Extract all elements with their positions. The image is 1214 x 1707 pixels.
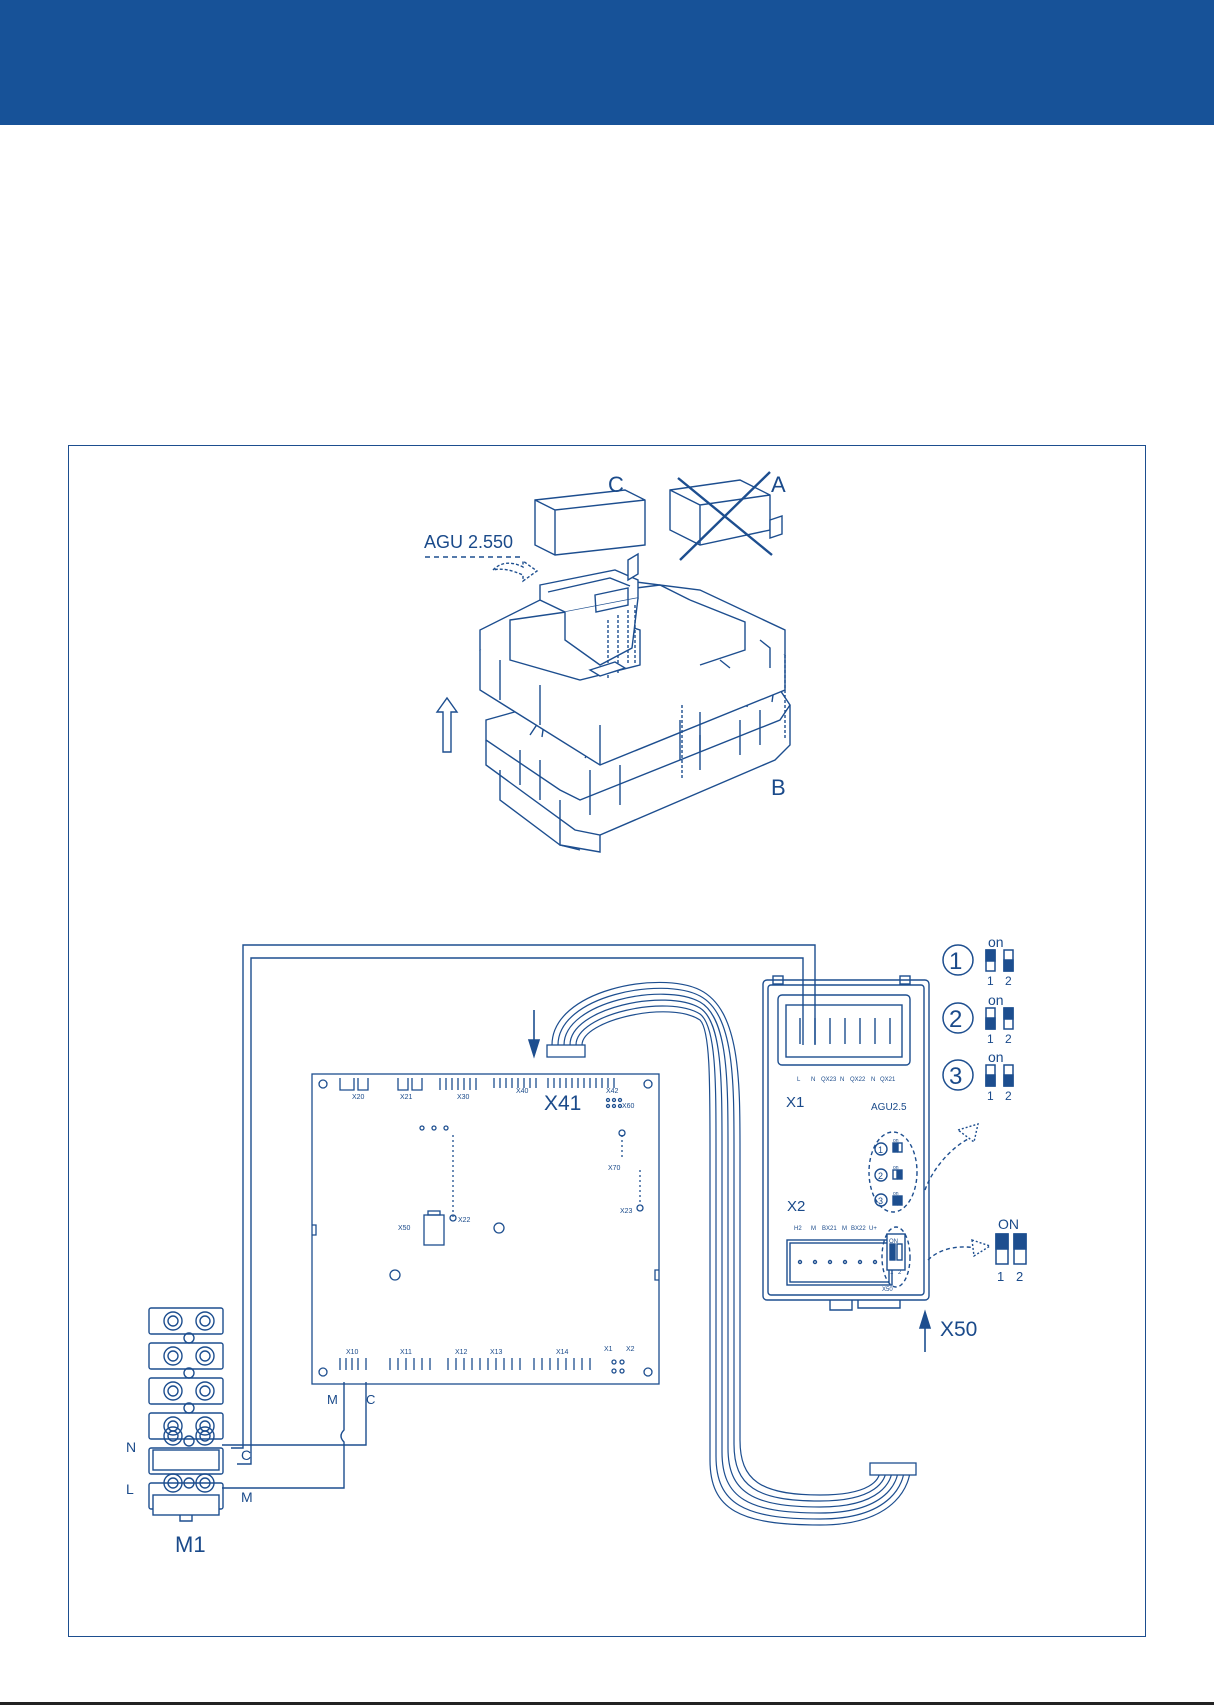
agu-small-x50: X50 bbox=[882, 1287, 893, 1293]
pcb-m: M bbox=[327, 1392, 338, 1407]
terminal-block-label: M1 bbox=[175, 1532, 206, 1557]
agu-x2-term-2: BX21 bbox=[822, 1226, 837, 1232]
pcb-x10: X10 bbox=[346, 1349, 359, 1356]
dip-setting-2-num: 2 bbox=[949, 1006, 962, 1033]
pcb-x50: X50 bbox=[398, 1225, 411, 1232]
dip-setting-1-on: on bbox=[988, 934, 1004, 950]
agu-x2-term-3: M bbox=[842, 1226, 847, 1232]
dip-setting-3-on: on bbox=[988, 1049, 1004, 1065]
pcb-x1: X1 bbox=[604, 1346, 613, 1353]
pcb-x11: X11 bbox=[400, 1349, 412, 1356]
dip-big-on: ON bbox=[998, 1216, 1019, 1232]
pcb-x12: X12 bbox=[455, 1349, 468, 1356]
pcb-x20: X20 bbox=[352, 1094, 365, 1101]
terminal-c-label: C bbox=[241, 1447, 251, 1463]
pcb-x70: X70 bbox=[608, 1165, 621, 1172]
dip-setting-1-a: 1 bbox=[987, 974, 994, 988]
x50-plug bbox=[870, 1463, 916, 1475]
dip-setting-3-b: 2 bbox=[1005, 1089, 1012, 1103]
agu-title: AGU2.5 bbox=[871, 1102, 907, 1113]
dip-big-b: 2 bbox=[1016, 1269, 1023, 1284]
x41-arrow bbox=[529, 1010, 539, 1056]
pcb-x13: X13 bbox=[490, 1349, 503, 1356]
agu-circle-2: 2 bbox=[878, 1171, 883, 1181]
pcb-x40: X40 bbox=[516, 1088, 529, 1095]
label-c: C bbox=[608, 472, 624, 497]
agu-x2-term-4: BX22 bbox=[851, 1226, 866, 1232]
terminal-l-label: L bbox=[126, 1481, 134, 1497]
agu-x1-label: X1 bbox=[786, 1094, 804, 1111]
dip-setting-2-b: 2 bbox=[1005, 1032, 1012, 1046]
pcb-x23: X23 bbox=[620, 1208, 633, 1215]
pcb-x30: X30 bbox=[457, 1094, 470, 1101]
agu-mini-on-3: on bbox=[893, 1191, 899, 1197]
dip-big-a: 1 bbox=[997, 1269, 1004, 1284]
agu-circle-1: 1 bbox=[878, 1145, 883, 1155]
agu-dip-on: ON bbox=[889, 1239, 898, 1245]
agu-x1-term-2: QX23 bbox=[821, 1077, 837, 1083]
pcb-c: C bbox=[366, 1392, 375, 1407]
agu-x1-term-3: N bbox=[840, 1077, 844, 1083]
footer-rule bbox=[0, 1702, 1214, 1705]
label-agu-2550: AGU 2.550 bbox=[424, 532, 513, 552]
agu-x2-term-1: M bbox=[811, 1226, 816, 1232]
pcb-x22: X22 bbox=[458, 1217, 471, 1224]
x50-arrow bbox=[920, 1312, 930, 1352]
agu-x1-term-5: N bbox=[871, 1077, 875, 1083]
agu-x2-term-0: H2 bbox=[794, 1226, 802, 1232]
agu-mini-on-1: on bbox=[893, 1138, 899, 1144]
dip-setting-1-num: 1 bbox=[949, 948, 962, 975]
dip-setting-2-a: 1 bbox=[987, 1032, 994, 1046]
pcb-x60: X60 bbox=[622, 1103, 635, 1110]
pcb-x21: X21 bbox=[400, 1094, 413, 1101]
x50-label: X50 bbox=[940, 1318, 977, 1341]
agu-x1-term-1: N bbox=[811, 1077, 815, 1083]
terminal-m-label: M bbox=[241, 1489, 253, 1505]
terminal-n-label: N bbox=[126, 1439, 136, 1455]
terminal-block-m1 bbox=[149, 1308, 223, 1521]
agu-x2-label: X2 bbox=[787, 1198, 805, 1215]
pcb-x42: X42 bbox=[606, 1088, 619, 1095]
dip-setting-3-num: 3 bbox=[949, 1063, 962, 1090]
pcb-x41: X41 bbox=[544, 1092, 581, 1115]
label-a: A bbox=[771, 472, 786, 497]
agu-circle-3: 3 bbox=[878, 1196, 883, 1206]
agu-x1-term-4: QX22 bbox=[850, 1077, 866, 1083]
dip-big bbox=[996, 1234, 1026, 1264]
dip-setting-1-b: 2 bbox=[1005, 974, 1012, 988]
dip-settings-legend: 1 on 1 2 2 on 1 2 3 on 1 2 bbox=[943, 934, 1013, 1103]
agu-mini-on-2: on bbox=[893, 1165, 899, 1171]
dip-setting-2-on: on bbox=[988, 992, 1004, 1008]
pcb-x2: X2 bbox=[626, 1346, 635, 1353]
dip-setting-3-a: 1 bbox=[987, 1089, 994, 1103]
agu-x1-term-6: QX21 bbox=[880, 1077, 896, 1083]
label-b: B bbox=[771, 775, 786, 800]
controller-housing-illustration bbox=[425, 472, 790, 852]
agu-x2-term-5: U+ bbox=[869, 1226, 877, 1232]
pcb-x14: X14 bbox=[556, 1349, 569, 1356]
